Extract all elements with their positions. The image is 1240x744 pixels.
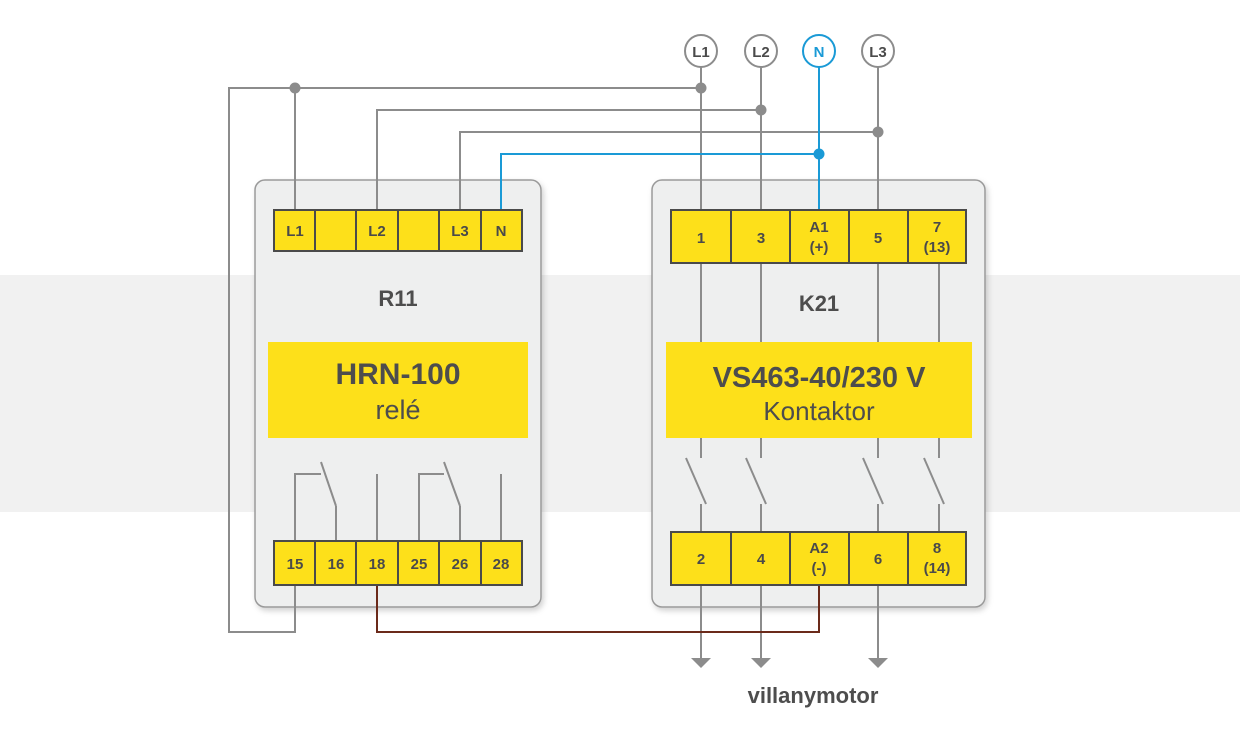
control-wire [376, 585, 820, 633]
relay-type: relé [375, 395, 420, 425]
contactor-bottom-terminals: 2 4 A2 (-) 6 8 (14) [670, 531, 967, 586]
relay-bottom-terminal: 26 [452, 556, 469, 573]
relay-bottom-terminals: 15 16 18 25 26 28 [273, 540, 523, 586]
contactor-type: Kontaktor [763, 396, 875, 426]
output-arrows [691, 658, 888, 668]
background-band [0, 275, 1240, 512]
supply-terminals: L1 L2 N L3 [684, 34, 895, 68]
relay-bottom-terminal: 16 [328, 556, 345, 573]
relay-top-terminal: N [496, 223, 507, 240]
contactor-bottom-terminal: 6 [874, 551, 882, 568]
contactor-top-terminal: 7 [933, 219, 941, 236]
relay-bottom-terminal: 15 [287, 556, 304, 573]
contactor-id: K21 [799, 291, 839, 316]
supply-L1-label: L1 [692, 44, 710, 61]
relay-model: HRN-100 [335, 358, 460, 391]
output-label: villanymotor [748, 683, 879, 708]
contactor-top-terminal-sub: (13) [924, 239, 951, 256]
contactor-top-terminal-sub: (+) [810, 239, 829, 256]
arrow-icon [751, 658, 771, 668]
neutral-wires [500, 66, 820, 210]
supply-wires [228, 66, 945, 660]
arrow-icon [868, 658, 888, 668]
arrow-icon [691, 658, 711, 668]
junction-dots [289, 82, 884, 160]
relay-bottom-terminal: 25 [411, 556, 428, 573]
contactor-name-panel [666, 342, 972, 438]
relay-top-terminals: L1 L2 L3 N [273, 209, 523, 252]
contactor-bottom-terminal: 4 [757, 551, 766, 568]
relay-bottom-terminal: 18 [369, 556, 386, 573]
contactor-top-terminal: 3 [757, 230, 765, 247]
relay-top-terminal: L1 [286, 223, 304, 240]
relay-id: R11 [378, 286, 417, 311]
contactor-top-terminal: 1 [697, 230, 705, 247]
supply-L2-label: L2 [752, 44, 770, 61]
relay-top-terminal: L2 [368, 223, 386, 240]
relay-name-panel [268, 342, 528, 438]
relay-top-terminal: L3 [451, 223, 469, 240]
contactor-top-terminal: 5 [874, 230, 882, 247]
contactor-bottom-terminal: 8 [933, 540, 941, 557]
contactor-bottom-terminal-sub: (-) [812, 560, 827, 577]
contactor-bottom-terminal: 2 [697, 551, 705, 568]
supply-L3-label: L3 [869, 44, 887, 61]
contactor-top-terminals: 1 3 A1 (+) 5 7 (13) [670, 209, 967, 264]
supply-N-label: N [814, 44, 825, 61]
contactor-model: VS463-40/230 V [713, 362, 926, 394]
contactor-bottom-terminal: A2 [809, 540, 828, 557]
contactor-top-terminal: A1 [809, 219, 828, 236]
contactor-bottom-terminal-sub: (14) [924, 560, 951, 577]
relay-bottom-terminal: 28 [493, 556, 510, 573]
